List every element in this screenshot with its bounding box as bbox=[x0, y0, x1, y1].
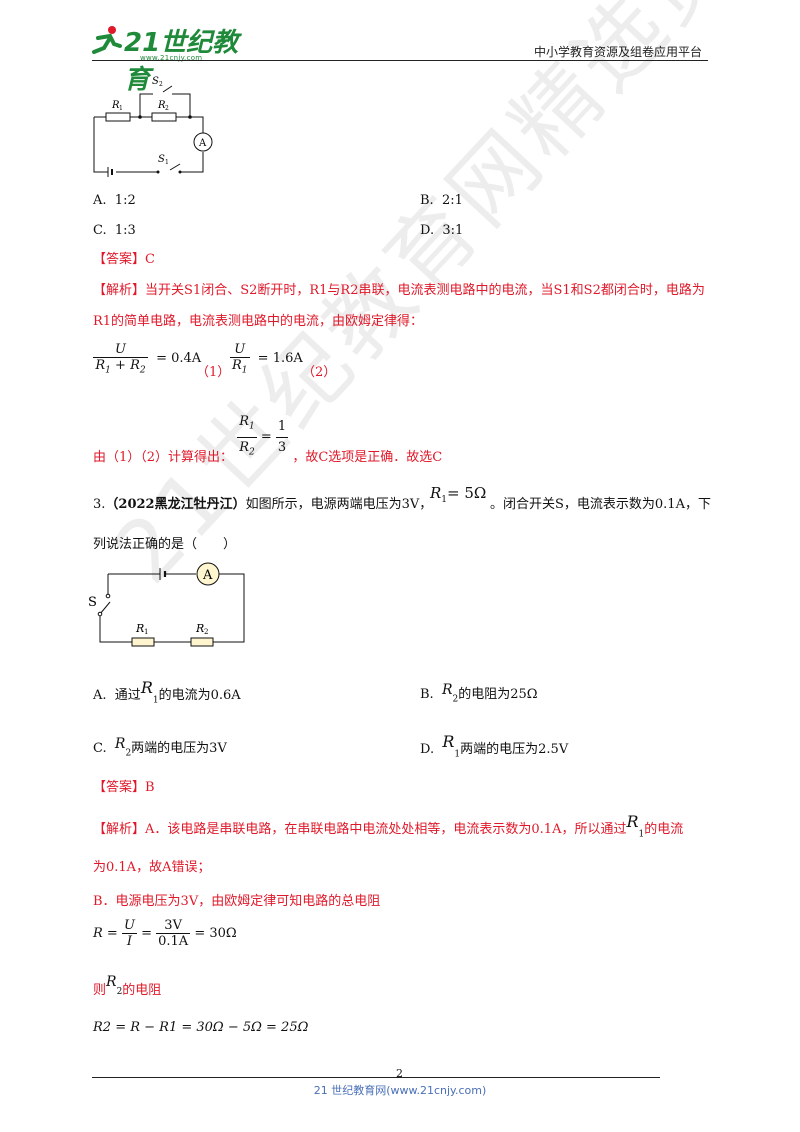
q2-analysis-line2: R1的简单电路，电流表测电路中的电流，由欧姆定律得： bbox=[93, 314, 424, 329]
option-d[interactable]: D. 3:1 bbox=[420, 223, 464, 238]
svg-text:1: 1 bbox=[144, 628, 148, 636]
equation-2-tag: （2） bbox=[302, 365, 337, 380]
option-b-value: 2:1 bbox=[441, 193, 463, 208]
q3-option-d[interactable]: D. R1两端的电压为2.5V bbox=[420, 732, 569, 760]
logo-text: 21世纪教育 bbox=[124, 28, 239, 95]
runner-logo-icon bbox=[92, 26, 122, 54]
footer-link[interactable]: 21 世纪教育网(www.21cnjy.com) bbox=[313, 1084, 487, 1097]
q3-stem-line1: 3.（2022黑龙江牡丹江）如图所示，电源两端电压为3V， bbox=[93, 497, 433, 512]
q3-option-c[interactable]: C. R2两端的电压为3V bbox=[93, 736, 227, 759]
r2-label-1: R bbox=[157, 100, 166, 111]
page-number: 2 bbox=[396, 1067, 403, 1080]
header-divider bbox=[92, 60, 708, 61]
logo-url: www.21cnjy.com bbox=[140, 54, 203, 62]
r2-equation: R2 = R − R1 = 30Ω − 5Ω = 25Ω bbox=[93, 1020, 309, 1035]
ammeter-label-1: A bbox=[198, 138, 207, 149]
s1-label: S bbox=[158, 154, 165, 165]
q3-answer: 【答案】B bbox=[93, 780, 155, 795]
s2-label: S bbox=[152, 76, 159, 87]
logo[interactable]: 21世纪教育 www.21cnjy.com bbox=[90, 22, 250, 95]
q3-r1-equation: R1= 5Ω bbox=[430, 484, 487, 505]
option-a[interactable]: A. 1:2 bbox=[93, 193, 136, 208]
q3-option-a[interactable]: A. 通过R1的电流为0.6A bbox=[93, 678, 241, 706]
option-d-value: 3:1 bbox=[442, 223, 464, 238]
svg-text:1: 1 bbox=[119, 105, 123, 112]
r1-label-1: R bbox=[111, 100, 120, 111]
circuit-diagram-2: A S R 1 R 2 bbox=[88, 562, 245, 647]
option-c-value: 1:3 bbox=[114, 223, 136, 238]
q2-analysis-line1: 【解析】当开关S1闭合、S2断开时，R1与R2串联，电流表测电路中的电流，当S1… bbox=[93, 283, 705, 298]
svg-text:2: 2 bbox=[159, 81, 163, 88]
r2-label-2: R bbox=[195, 622, 204, 635]
q2-answer: 【答案】C bbox=[93, 252, 155, 267]
q3-option-b[interactable]: B. R2的电阻为25Ω bbox=[420, 682, 538, 705]
circuit-diagram-1: S 2 R 1 R 2 A S 1 bbox=[93, 76, 213, 177]
q3-analysis-line2: 为0.1A，故A错误； bbox=[93, 860, 211, 875]
option-b[interactable]: B. 2:1 bbox=[420, 193, 463, 208]
q3-source: （2022黑龙江牡丹江） bbox=[105, 497, 246, 512]
svg-text:1: 1 bbox=[165, 159, 169, 166]
q3-analysis-line1: 【解析】A．该电路是串联电路，在串联电路中电流处处相等，电流表示数为0.1A，所… bbox=[93, 812, 684, 840]
option-a-value: 1:2 bbox=[114, 193, 136, 208]
q3-analysis-line3: B．电源电压为3V，由欧姆定律可知电路的总电阻 bbox=[93, 894, 381, 909]
option-c[interactable]: C. 1:3 bbox=[93, 223, 136, 238]
svg-text:2: 2 bbox=[204, 628, 208, 636]
header-platform-text: 中小学教育资源及组卷应用平台 bbox=[533, 45, 702, 59]
footer-divider bbox=[92, 1077, 660, 1078]
equation-1-tag: （1） bbox=[196, 365, 231, 380]
switch-s-label: S bbox=[88, 595, 97, 610]
svg-text:2: 2 bbox=[165, 105, 169, 112]
q3-stem-line2: 列说法正确的是（ ） bbox=[93, 537, 237, 552]
ammeter-label-2: A bbox=[202, 568, 213, 583]
r1-label-2: R bbox=[135, 622, 144, 635]
q3-stem-line1b: 。闭合开关S，电流表示数为0.1A，下 bbox=[490, 497, 711, 512]
q3-analysis-line4: 则R2的电阻 bbox=[93, 974, 162, 998]
